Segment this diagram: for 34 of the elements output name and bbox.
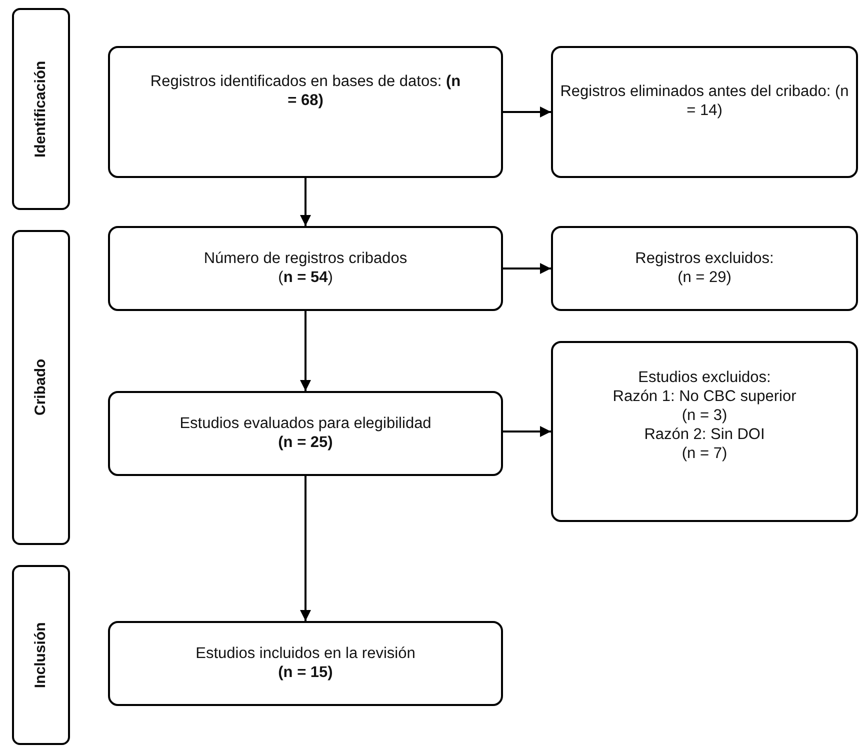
box-text: Estudios evaluados para elegibilidad [180, 414, 432, 434]
box-text: Estudios excluidos: [638, 369, 771, 388]
arrow [300, 178, 311, 226]
phase-band [12, 230, 70, 545]
process-box [551, 341, 858, 522]
arrow [503, 106, 551, 118]
process-box [551, 46, 858, 178]
phase-band [12, 8, 70, 210]
box-text: Número de registros cribados [204, 250, 408, 268]
box-text: (n = 7) [682, 444, 728, 464]
arrow [503, 263, 551, 274]
box-text: Registros identificados en bases de datos: (n = 68) [150, 73, 461, 111]
box-text: (n = 54) [278, 268, 333, 288]
box-text: (n = 29) [678, 268, 732, 288]
process-box [108, 46, 503, 178]
process-box [108, 391, 503, 476]
box-text: Razón 1: No CBC superior [612, 388, 796, 408]
box-text: (n = 3) [682, 407, 728, 426]
phase-label: Cribado [32, 359, 50, 416]
arrow [503, 426, 551, 437]
phase-label: Inclusión [32, 622, 50, 688]
process-box [551, 226, 858, 311]
box-text: Registros excluidos: [635, 250, 774, 268]
process-box [108, 621, 503, 706]
box-text: Registros eliminados antes del cribado: (n = 14) [559, 83, 850, 121]
box-text: Razón 2: Sin DOI [644, 426, 765, 445]
phase-label: Identificación [32, 60, 50, 158]
box-text: (n = 25) [278, 434, 333, 452]
process-box [108, 226, 503, 311]
box-text: (n = 15) [278, 664, 333, 682]
arrow [300, 311, 311, 391]
box-text: Estudios incluidos en la revisión [196, 644, 416, 664]
arrow [300, 476, 311, 621]
phase-band [12, 565, 70, 745]
